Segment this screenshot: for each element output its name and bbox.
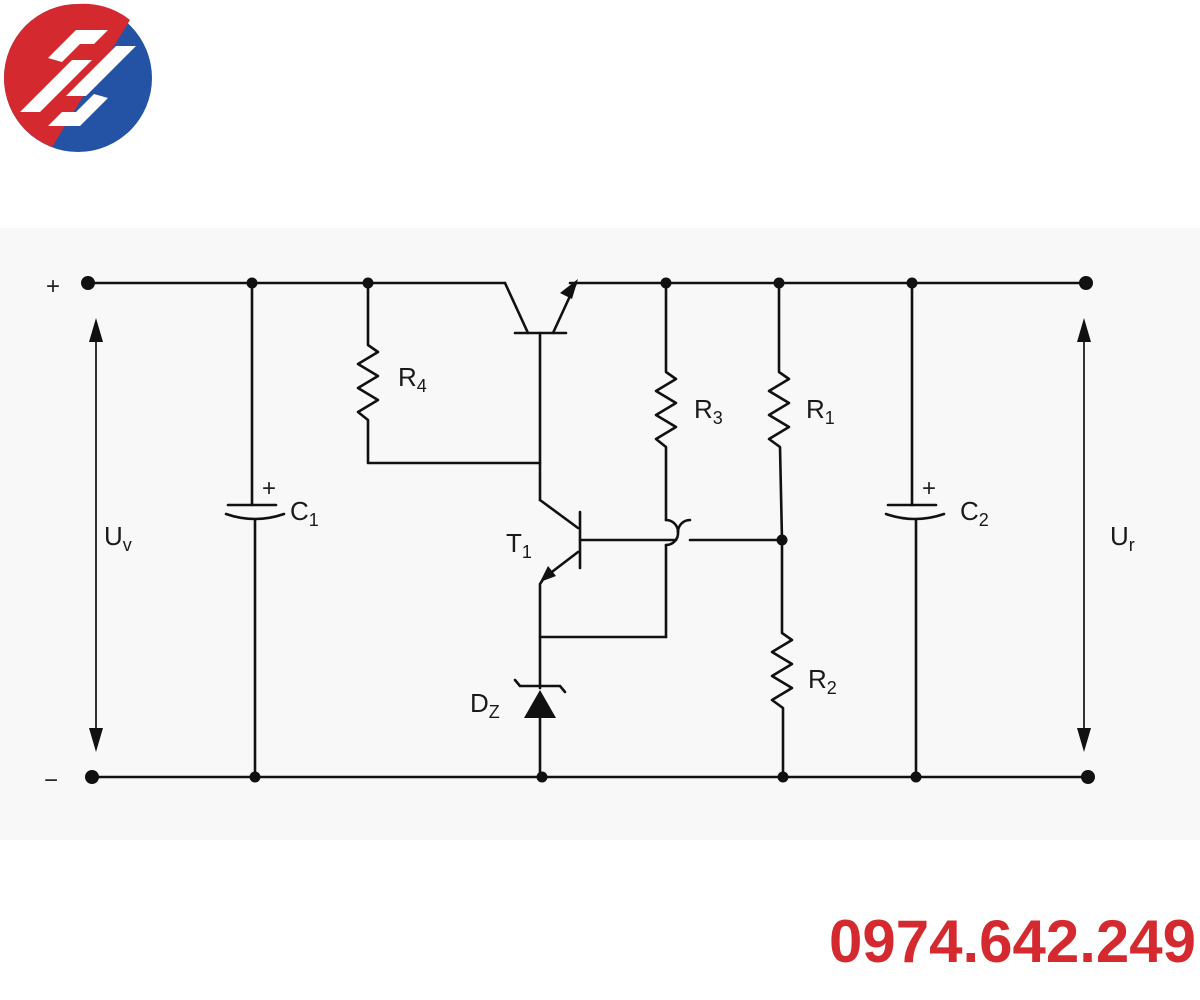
input-plus-sign: + xyxy=(46,273,60,300)
resistor-r4 xyxy=(356,281,542,465)
transistor-t1 xyxy=(538,498,784,639)
resistor-r2 xyxy=(770,538,794,779)
output-plus-terminal xyxy=(1079,276,1093,290)
junction-nodes xyxy=(246,277,922,783)
output-voltage-arrow xyxy=(1077,318,1091,752)
c2-label: C2 xyxy=(960,496,989,530)
zener-diode-dz xyxy=(513,635,567,779)
t1-label: T1 xyxy=(506,528,532,562)
r3-label: R3 xyxy=(694,394,723,428)
c2-polarity: + xyxy=(922,475,936,502)
pass-transistor xyxy=(503,279,578,502)
input-voltage-arrow xyxy=(89,318,103,752)
r1-label: R1 xyxy=(806,394,835,428)
dz-label: DZ xyxy=(470,688,500,722)
c1-polarity: + xyxy=(262,475,276,502)
capacitor-c1 xyxy=(224,281,286,779)
resistor-r1 xyxy=(767,281,791,542)
diagram-background xyxy=(0,228,1200,840)
output-minus-terminal xyxy=(1081,770,1095,784)
capacitor-c2 xyxy=(884,281,946,779)
ur-label: Ur xyxy=(1110,521,1135,555)
input-plus-terminal xyxy=(81,276,95,290)
input-minus-terminal xyxy=(85,770,99,784)
c1-label: C1 xyxy=(290,496,319,530)
input-minus-sign: − xyxy=(44,767,58,794)
resistor-r3 xyxy=(654,281,692,639)
r2-label: R2 xyxy=(808,664,837,698)
uv-label: Uv xyxy=(104,521,132,555)
phone-number: 0974.642.249 xyxy=(828,908,1196,975)
r4-label: R4 xyxy=(398,362,427,396)
company-logo xyxy=(4,3,152,152)
